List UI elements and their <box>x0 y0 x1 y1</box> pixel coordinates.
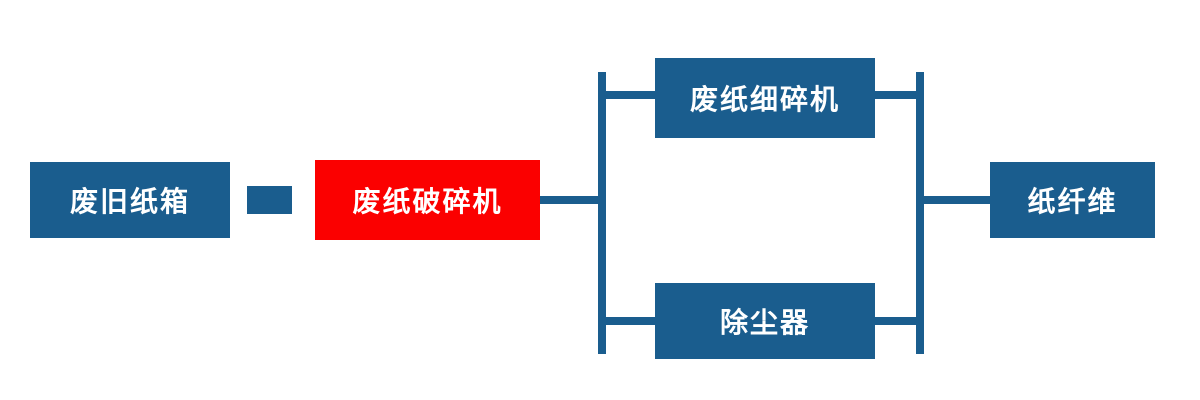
connector-line <box>540 196 604 204</box>
node-waste-box: 废旧纸箱 <box>30 162 230 238</box>
node-fine-crusher: 废纸细碎机 <box>655 58 875 138</box>
node-dust-collector: 除尘器 <box>655 283 875 359</box>
branch-vertical-line-right <box>916 72 924 354</box>
connector-block <box>247 186 292 214</box>
branch-vertical-line-left <box>598 72 606 354</box>
connector-line <box>922 196 990 204</box>
node-crusher: 废纸破碎机 <box>315 160 540 240</box>
connector-line <box>602 317 657 325</box>
connector-line <box>873 91 921 99</box>
node-fiber: 纸纤维 <box>990 162 1155 238</box>
connector-line <box>873 317 921 325</box>
connector-line <box>602 91 657 99</box>
